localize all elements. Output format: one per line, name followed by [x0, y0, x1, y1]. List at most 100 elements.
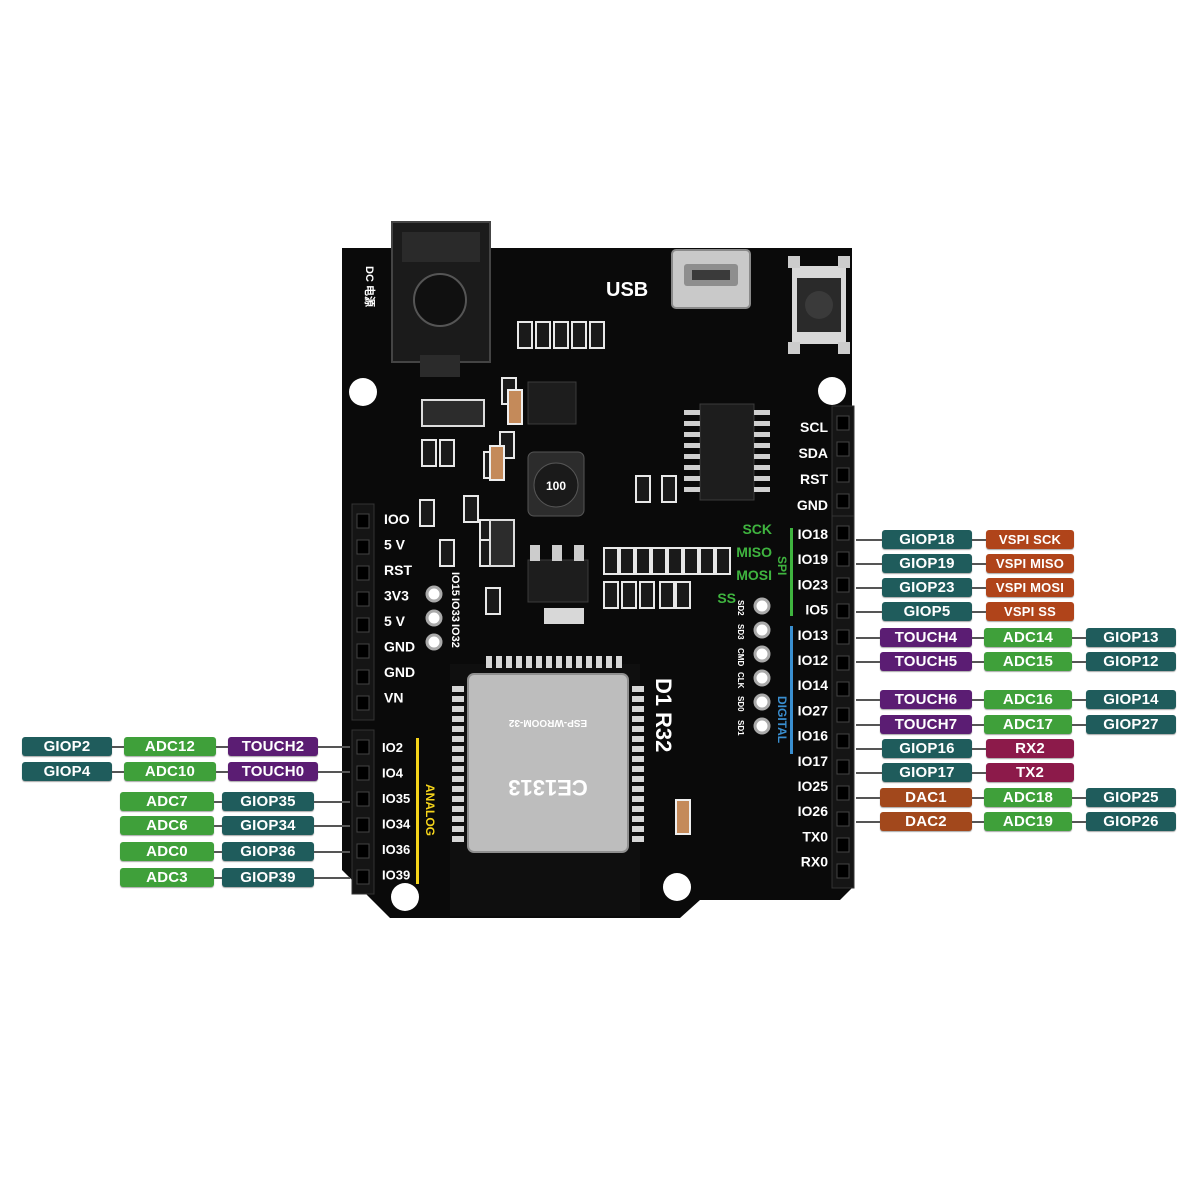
digital-silk-label: DIGITAL [775, 696, 789, 743]
label-connector [972, 724, 984, 726]
silk-label: IO25 [798, 778, 829, 794]
pin-label: TOUCH2 [228, 737, 318, 756]
capacitor [675, 799, 691, 835]
diode [489, 519, 515, 567]
analog-bar [416, 738, 419, 884]
label-connector [972, 587, 986, 589]
smd-part [517, 321, 533, 349]
module-pin [632, 756, 644, 762]
smd-part [439, 539, 455, 567]
module-pin [632, 796, 644, 802]
label-connector [856, 661, 880, 663]
smd-part [715, 547, 731, 575]
pin-label: ADC3 [120, 868, 214, 887]
module-pin [452, 756, 464, 762]
header-socket [356, 591, 370, 607]
header-socket [836, 493, 850, 509]
header-socket [356, 669, 370, 685]
header-pad [753, 645, 771, 663]
reset-button [788, 256, 850, 354]
header-socket [836, 551, 850, 567]
header-socket [836, 785, 850, 801]
module-pin [452, 826, 464, 832]
pin-label: ADC0 [120, 842, 214, 861]
silk-label: SD0 [736, 696, 745, 712]
pin-label: ADC18 [984, 788, 1072, 807]
header-socket [836, 837, 850, 853]
micro-usb-port [671, 249, 751, 309]
smd-part [421, 439, 437, 467]
label-connector [1072, 699, 1086, 701]
ce-marking: CE1313 [508, 775, 588, 800]
label-connector [856, 748, 882, 750]
inductor [527, 451, 585, 517]
label-connector [856, 821, 880, 823]
pin-label: GIOP16 [882, 739, 972, 758]
module-pin [616, 656, 622, 668]
smd-part [463, 495, 479, 523]
header-socket [356, 843, 370, 859]
module-pin [632, 686, 644, 692]
smd-part [659, 581, 675, 609]
silk-label: IO16 [798, 728, 829, 744]
header-pad [753, 693, 771, 711]
header-socket [356, 643, 370, 659]
module-pin [632, 736, 644, 742]
label-connector [318, 771, 350, 773]
module-pin [452, 736, 464, 742]
silk-label: CMD [736, 648, 745, 666]
capacitor [507, 389, 523, 425]
ic-pin [684, 421, 700, 426]
module-pin [596, 656, 602, 668]
pin-label: VSPI SCK [986, 530, 1074, 549]
smd-part [667, 547, 683, 575]
header-pad [425, 633, 443, 651]
module-pin [526, 656, 532, 668]
pin-label: RX2 [986, 739, 1074, 758]
label-connector [216, 771, 228, 773]
silk-label: IO39 [382, 868, 410, 883]
label-connector [214, 851, 222, 853]
ic-pin [754, 454, 770, 459]
silk-label: IO34 [382, 817, 411, 832]
module-pin [606, 656, 612, 668]
smd-part [485, 587, 501, 615]
pin-label: DAC1 [880, 788, 972, 807]
pin-label: ADC14 [984, 628, 1072, 647]
silk-label: SD3 [736, 624, 745, 640]
ext-io-header [425, 585, 443, 651]
header-pad [753, 669, 771, 687]
smd-part [589, 321, 605, 349]
silk-label: IO5 [805, 602, 828, 618]
header-socket [836, 603, 850, 619]
silk-label: SCL [800, 419, 828, 435]
pin-label: GIOP36 [222, 842, 314, 861]
smd-part [535, 321, 551, 349]
pin-label: ADC12 [124, 737, 216, 756]
module-pin [496, 656, 502, 668]
label-connector [1072, 724, 1086, 726]
smd-part [553, 321, 569, 349]
pin-label: GIOP19 [882, 554, 972, 573]
silk-label: GND [384, 639, 415, 655]
header-socket [356, 869, 370, 885]
header-socket [356, 817, 370, 833]
smd-part [419, 499, 435, 527]
module-pin [506, 656, 512, 668]
module-pin [452, 706, 464, 712]
smd-part [635, 475, 651, 503]
pin-label: GIOP17 [882, 763, 972, 782]
header-socket [836, 467, 850, 483]
label-connector [972, 772, 986, 774]
capacitor [489, 445, 505, 481]
silk-label: VN [384, 690, 403, 706]
header-pad [425, 609, 443, 627]
header-pad [753, 717, 771, 735]
board-name-d1: D1 [651, 678, 676, 706]
pin-label: GIOP26 [1086, 812, 1176, 831]
label-connector [856, 699, 880, 701]
module-pin [632, 706, 644, 712]
silk-label: RST [384, 562, 412, 578]
label-connector [214, 877, 222, 879]
header-socket [836, 577, 850, 593]
